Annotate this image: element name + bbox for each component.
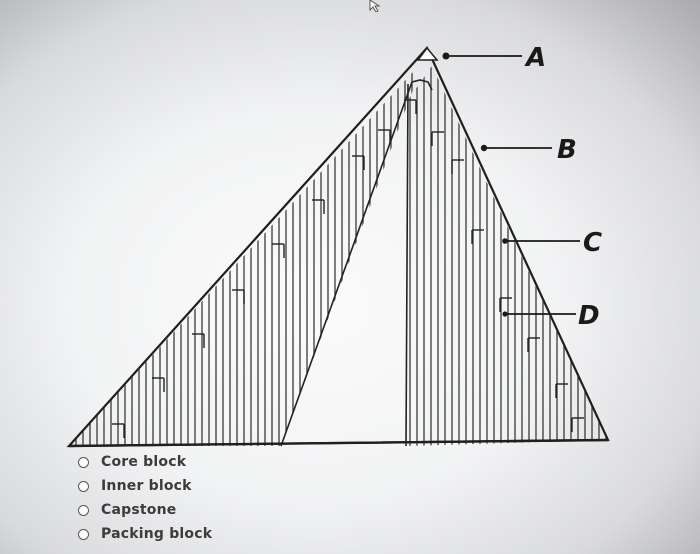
pointer-dot-b — [480, 144, 488, 152]
option-packing-block[interactable]: Packing block — [78, 522, 378, 546]
option-label: Core block — [101, 454, 187, 470]
radio-unchecked-icon[interactable] — [78, 456, 89, 468]
option-label: Capstone — [101, 502, 177, 518]
left-packing-hatching — [75, 60, 413, 446]
radio-unchecked-icon[interactable] — [78, 480, 89, 492]
pointer-dot-a — [442, 52, 450, 60]
casing-steps — [112, 99, 584, 438]
right-packing-hatching — [409, 66, 607, 446]
label-pointers — [444, 55, 580, 315]
label-a: A — [524, 43, 546, 73]
capstone — [416, 46, 439, 61]
radio-unchecked-icon[interactable] — [78, 528, 89, 540]
option-label: Packing block — [101, 526, 213, 542]
arrow-pointer-icon — [369, 0, 381, 12]
option-core-block[interactable]: Core block — [78, 450, 378, 474]
radio-unchecked-icon[interactable] — [78, 504, 89, 516]
answer-options: Core block Inner block Capstone Packing … — [78, 450, 378, 546]
option-inner-block[interactable]: Inner block — [78, 474, 378, 498]
label-d: D — [578, 301, 600, 331]
option-capstone[interactable]: Capstone — [78, 498, 378, 522]
pointer-dot-d — [502, 311, 508, 317]
label-b: B — [557, 135, 577, 165]
pyramid-base — [68, 438, 609, 448]
label-c: C — [583, 228, 602, 258]
option-label: Inner block — [101, 478, 192, 494]
pyramid-outline — [66, 46, 610, 448]
pointer-dot-c — [502, 238, 508, 244]
